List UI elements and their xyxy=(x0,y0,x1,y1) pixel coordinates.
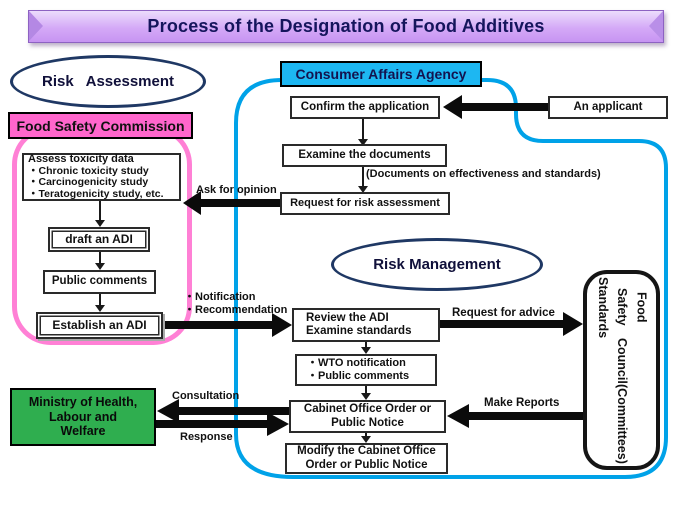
thin-arrows xyxy=(95,119,371,443)
public-comments-box: Public comments xyxy=(43,270,156,294)
arrow-make-reports xyxy=(447,404,583,428)
page-title-text: Process of the Designation of Food Addit… xyxy=(147,16,545,36)
arrow-consultation xyxy=(157,399,289,423)
wto-notification-line: ・WTO notification xyxy=(307,357,406,370)
modify-order-box: Modify the Cabinet Office Order or Publi… xyxy=(285,443,448,474)
consultation-label: Consultation xyxy=(172,390,240,402)
review-adi-line1: Review the ADI xyxy=(306,311,389,324)
thick-arrows xyxy=(155,95,583,436)
arrow-review-to-wto xyxy=(361,342,371,354)
consumer-affairs-agency-header: Consumer Affairs Agency xyxy=(280,61,482,87)
risk-assessment-label: Risk Assessment xyxy=(41,73,174,90)
draft-adi-label: draft an ADI xyxy=(65,231,133,246)
applicant-box: An applicant xyxy=(548,96,668,119)
arrow-notification-recommendation xyxy=(163,313,292,337)
arrow-applicant-to-confirm xyxy=(443,95,548,119)
confirm-application-box: Confirm the application xyxy=(290,96,440,119)
assess-item-carcinogenicity: ・Carcinogenicity study xyxy=(28,176,149,189)
modify-order-line2: Order or Public Notice xyxy=(305,458,428,471)
request-risk-assessment-label: Request for risk assessment xyxy=(290,197,440,210)
arrow-ask-for-opinion xyxy=(183,191,280,215)
assess-item-chronic: ・Chronic toxicity study xyxy=(28,165,149,178)
arrow-draft-to-public xyxy=(95,252,105,270)
arrow-response xyxy=(155,412,289,436)
applicant-label: An applicant xyxy=(573,100,643,113)
make-reports-label: Make Reports xyxy=(484,397,560,409)
cabinet-order-line1: Cabinet Office Order or xyxy=(303,403,432,416)
wto-public-comments-line: ・Public comments xyxy=(307,370,410,382)
arrow-assess-to-draft xyxy=(95,201,105,227)
consumer-affairs-agency-outline xyxy=(234,78,668,479)
arrow-request-for-advice xyxy=(440,312,583,336)
ministry-line2: Labour and xyxy=(48,409,118,424)
ask-for-opinion-label: Ask for opinion xyxy=(196,184,277,196)
documents-note: (Documents on effectiveness and standard… xyxy=(366,168,601,180)
request-for-advice-label: Request for advice xyxy=(452,307,555,319)
risk-management-label: Risk Management xyxy=(373,256,501,273)
assess-toxicity-title: Assess toxicity data xyxy=(28,153,134,166)
food-safety-commission-title: Food Safety Commission xyxy=(16,117,185,134)
arrow-confirm-to-examine xyxy=(358,119,368,146)
assess-item-teratogenicity: ・Teratogenicity study, etc. xyxy=(28,187,164,200)
risk-assessment-ellipse: Risk Assessment xyxy=(10,55,206,108)
notification-label: ・Notification xyxy=(184,291,256,303)
confirm-application-label: Confirm the application xyxy=(300,100,430,113)
cabinet-order-box: Cabinet Office Order or Public Notice xyxy=(289,400,446,433)
modify-order-line1: Modify the Cabinet Office xyxy=(297,445,436,458)
ministry-box: Ministry of Health, Labour and Welfare xyxy=(10,388,156,446)
cabinet-order-text: Cabinet Office Order or Public Notice xyxy=(304,403,431,429)
cabinet-order-line2: Public Notice xyxy=(331,416,404,429)
arrow-examine-to-request xyxy=(358,167,368,193)
assess-toxicity-box: Assess toxicity data ・Chronic toxicity s… xyxy=(22,153,181,201)
food-safety-standards-council-box: Food Safety Standards Council (Committee… xyxy=(583,270,660,470)
arrow-cabinet-to-modify xyxy=(361,433,371,443)
council-line2: Council xyxy=(615,337,630,384)
consumer-affairs-agency-title: Consumer Affairs Agency xyxy=(295,66,467,82)
council-line1: Food Safety Standards xyxy=(595,276,649,338)
review-adi-line2: Examine standards xyxy=(306,325,412,337)
draft-adi-box: draft an ADI xyxy=(48,227,150,252)
review-adi-box: Review the ADI Examine standards xyxy=(292,308,440,342)
modify-order-text: Modify the Cabinet Office Order or Publi… xyxy=(297,445,436,471)
establish-adi-box: Establish an ADI xyxy=(36,312,163,339)
food-safety-commission-header: Food Safety Commission xyxy=(8,112,193,139)
examine-documents-box: Examine the documents xyxy=(282,144,447,167)
recommendation-label: ・Recommendation xyxy=(184,304,288,317)
establish-adi-label: Establish an ADI xyxy=(52,317,147,332)
notification-recommendation-label: ・Notification ・Recommendation xyxy=(184,291,287,317)
wto-notification-box: ・WTO notification ・Public comments xyxy=(295,354,437,386)
page-title: Process of the Designation of Food Addit… xyxy=(28,10,664,43)
arrow-public-to-establish xyxy=(95,294,105,312)
council-line3: (Committees) xyxy=(615,383,630,464)
examine-documents-label: Examine the documents xyxy=(298,148,431,161)
ministry-line3: Welfare xyxy=(60,424,106,439)
response-label: Response xyxy=(180,431,233,443)
request-risk-assessment-box: Request for risk assessment xyxy=(280,192,450,215)
ministry-line1: Ministry of Health, xyxy=(28,395,138,410)
public-comments-label: Public comments xyxy=(51,275,148,288)
arrow-wto-to-cabinet xyxy=(361,386,371,400)
risk-management-ellipse: Risk Management xyxy=(331,238,543,291)
